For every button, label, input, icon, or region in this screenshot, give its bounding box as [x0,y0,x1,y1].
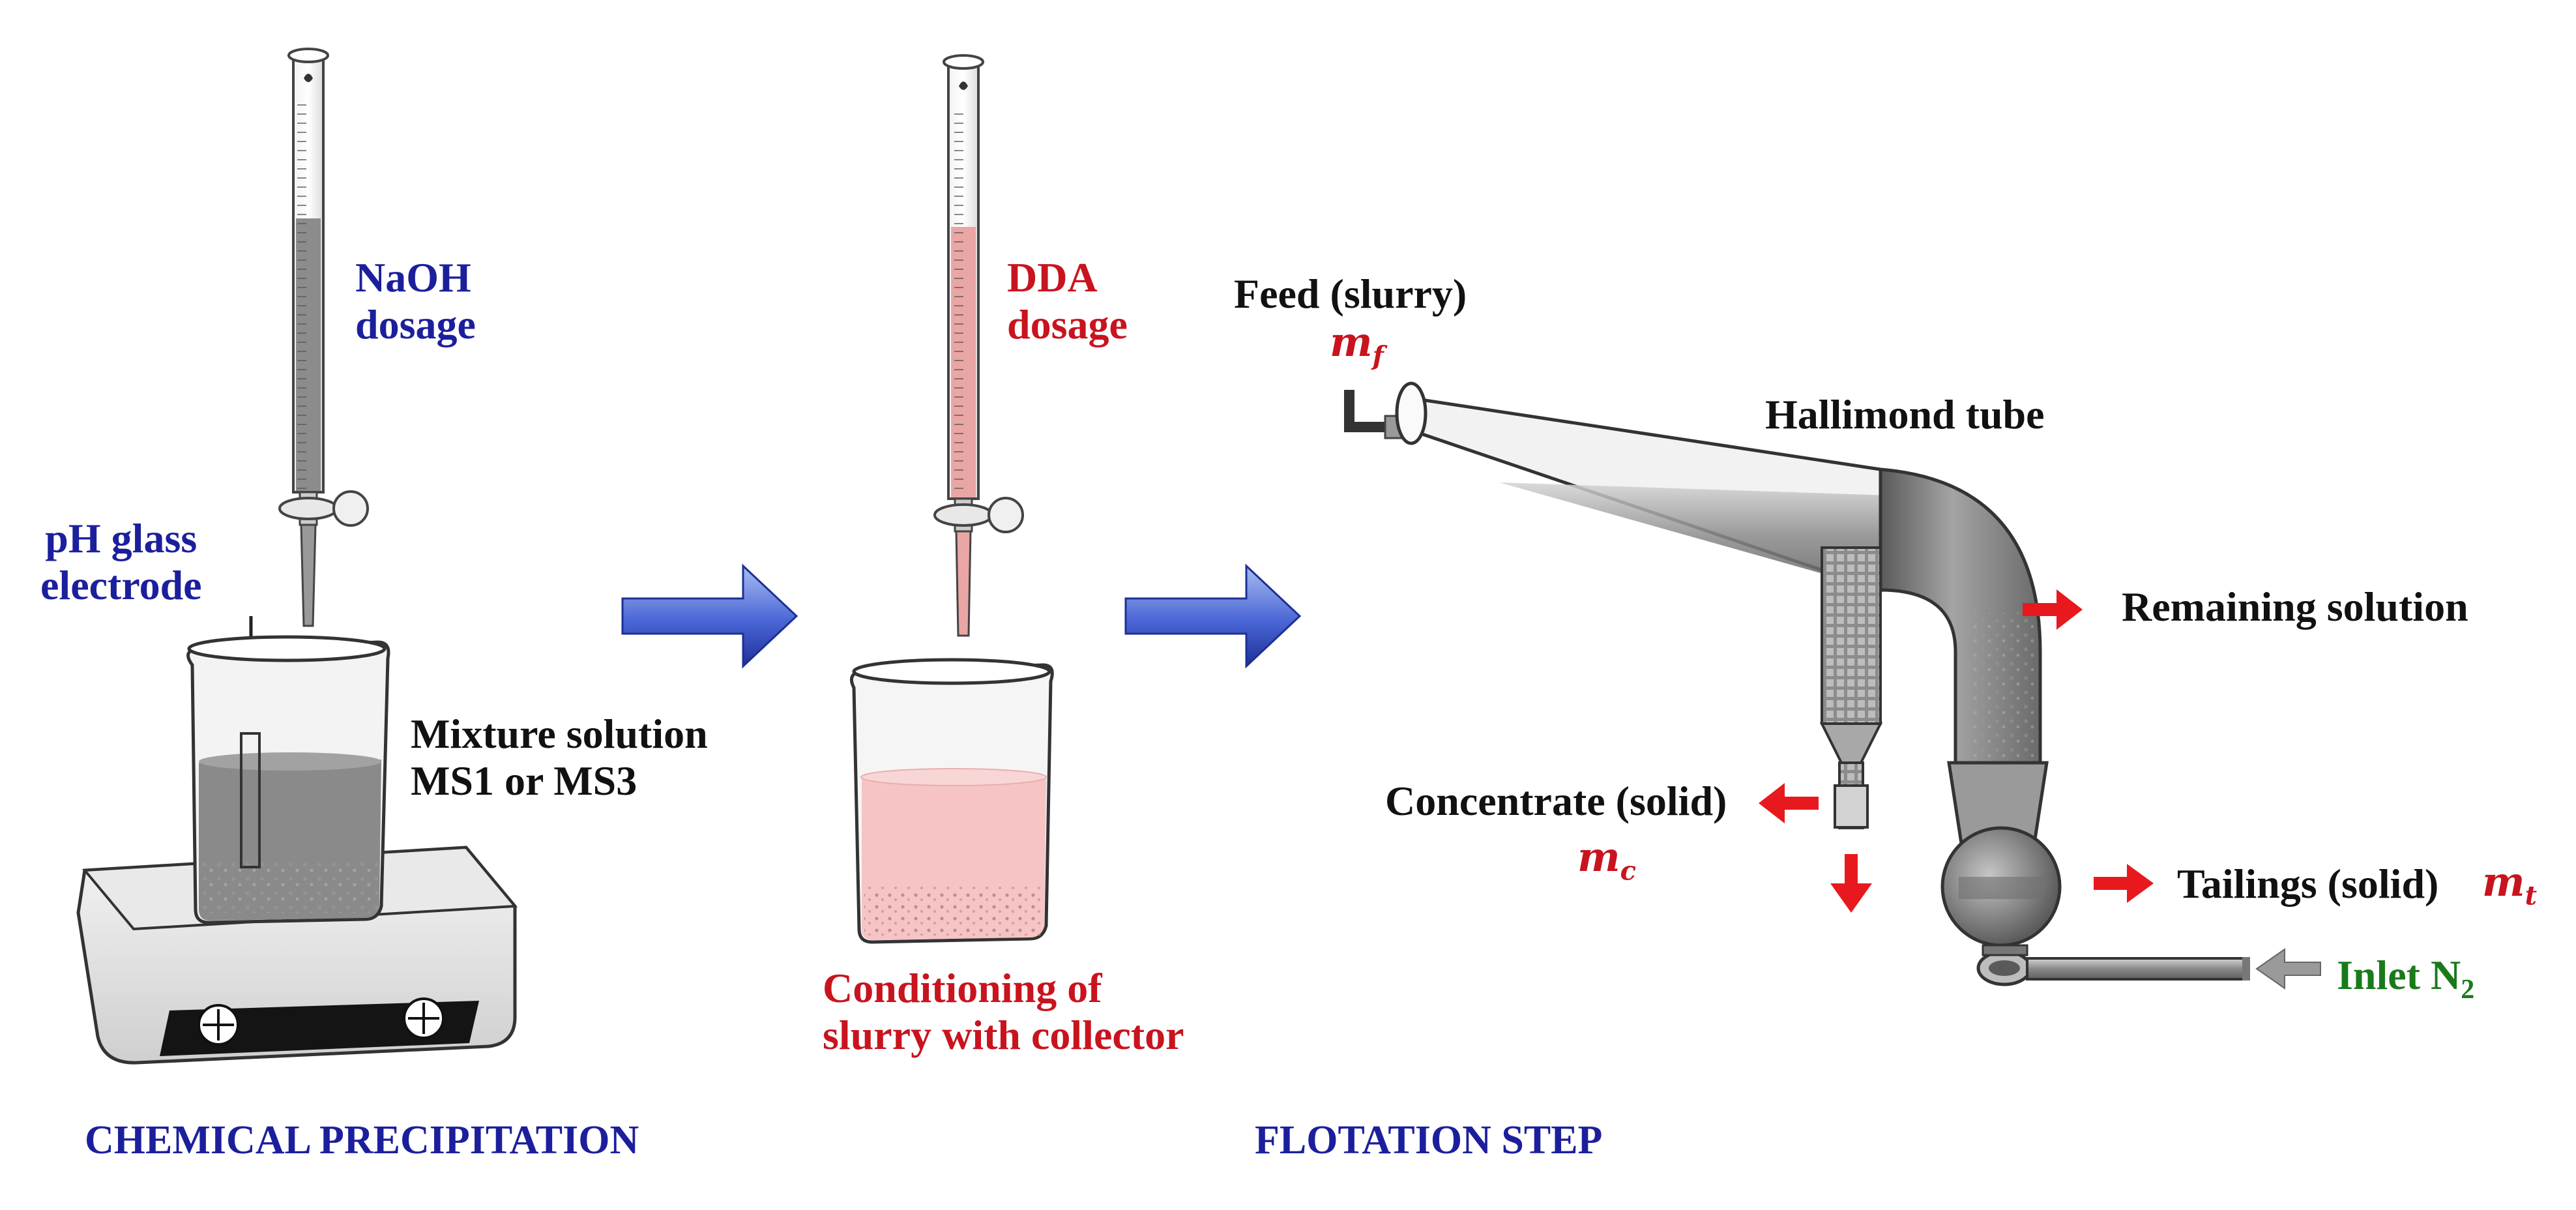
dda-burette [933,54,1024,637]
arrow-remaining [2023,589,2083,630]
m-tailings-symbol: mt [2482,858,2538,911]
step-chemical-precipitation: CHEMICAL PRECIPITATION [85,1118,639,1162]
conditioning-label: Conditioning of slurry with collector [823,965,1184,1058]
tailings-label: Tailings (solid) [2177,861,2439,907]
arrow-tailings [2094,864,2154,903]
process-arrow-2 [1124,563,1302,669]
ph-electrode-label: pH glass electrode [40,515,202,608]
process-arrow-1 [621,563,798,669]
hallimond-label: Hallimond tube [1765,391,2045,437]
naoh-burette [278,48,369,627]
mixture-solution-label: Mixture solution MS1 or MS3 [411,711,708,804]
remaining-solution-label: Remaining solution [2122,583,2468,630]
beaker-left [186,635,390,924]
step-flotation: FLOTATION STEP [1255,1118,1603,1162]
m-concentrate-symbol: mc [1577,833,1636,887]
naoh-label: NaOH dosage [355,254,476,347]
beaker-middle [849,658,1054,944]
arrow-inlet [2255,948,2321,990]
m-feed-symbol: mf [1330,318,1384,372]
inlet-n2-label: Inlet N2 [2337,952,2475,1005]
arrow-concentrate [1759,783,1819,823]
concentrate-label: Concentrate (solid) [1385,778,1727,824]
dda-label: DDA dosage [1007,254,1128,347]
feed-label: Feed (slurry) [1234,271,1467,317]
arrow-concentrate-down [1830,854,1872,913]
hallimond-tube [1344,381,2250,986]
